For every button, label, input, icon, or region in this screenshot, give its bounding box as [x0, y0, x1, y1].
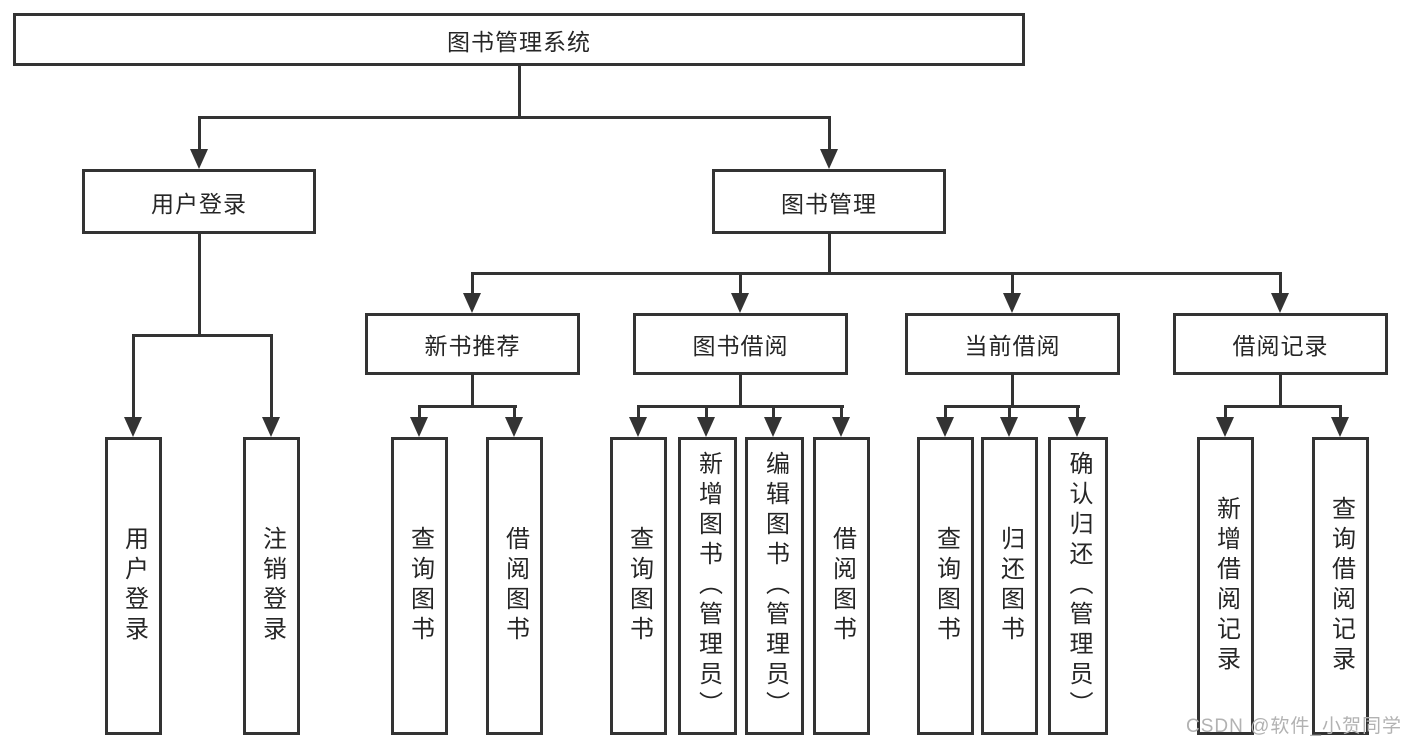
node-current-borrowing-label: 当前借阅 — [964, 333, 1061, 359]
connector-arrowhead — [1271, 293, 1289, 313]
connector-line — [637, 405, 640, 420]
connector-line — [1279, 375, 1282, 407]
connector-arrowhead — [505, 417, 523, 437]
leaf-query-books-recommend-label: 查询图书 — [406, 526, 434, 646]
leaf-add-borrow-record-label: 新增借阅记录 — [1212, 496, 1240, 676]
leaf-borrow-books-borrowing: 借阅图书 — [813, 437, 870, 735]
connector-line — [1339, 405, 1342, 420]
leaf-query-books-current: 查询图书 — [917, 437, 974, 735]
leaf-add-book-admin: 新增图书（管理员） — [678, 437, 737, 735]
leaf-query-borrow-record-label: 查询借阅记录 — [1327, 496, 1355, 676]
connector-arrowhead — [410, 417, 428, 437]
node-borrow-records: 借阅记录 — [1173, 313, 1388, 375]
connector-line — [471, 272, 474, 296]
connector-line — [1076, 405, 1079, 420]
connector-line — [418, 405, 517, 408]
leaf-confirm-return-admin: 确认归还（管理员） — [1048, 437, 1108, 735]
connector-line — [828, 234, 831, 272]
node-root: 图书管理系统 — [13, 13, 1025, 66]
connector-line — [1224, 405, 1342, 408]
connector-line — [840, 405, 843, 420]
connector-line — [1011, 375, 1014, 407]
node-new-book-recommend: 新书推荐 — [365, 313, 580, 375]
connector-arrowhead — [463, 293, 481, 313]
connector-arrowhead — [764, 417, 782, 437]
node-user-login-label: 用户登录 — [151, 190, 247, 217]
connector-line — [1008, 405, 1011, 420]
connector-line — [772, 405, 775, 420]
leaf-return-book-label: 归还图书 — [996, 526, 1024, 646]
leaf-edit-book-admin: 编辑图书（管理员） — [745, 437, 804, 735]
connector-arrowhead — [629, 417, 647, 437]
connector-line — [198, 116, 201, 149]
connector-line — [132, 334, 135, 419]
connector-line — [637, 405, 844, 408]
connector-arrowhead — [262, 417, 280, 437]
leaf-user-login-label: 用户登录 — [120, 526, 148, 646]
connector-arrowhead — [936, 417, 954, 437]
leaf-confirm-return-admin-label: 确认归还（管理员） — [1065, 451, 1092, 721]
leaf-add-borrow-record: 新增借阅记录 — [1197, 437, 1254, 735]
connector-line — [944, 405, 1080, 408]
connector-arrowhead — [1003, 293, 1021, 313]
connector-arrowhead — [1216, 417, 1234, 437]
connector-arrowhead — [1331, 417, 1349, 437]
connector-line — [198, 234, 201, 336]
connector-line — [132, 334, 273, 337]
leaf-logout-label: 注销登录 — [258, 526, 286, 646]
node-book-borrowing: 图书借阅 — [633, 313, 848, 375]
connector-line — [270, 334, 273, 419]
leaf-query-books-recommend: 查询图书 — [391, 437, 448, 735]
node-user-login: 用户登录 — [82, 169, 316, 234]
connector-line — [705, 405, 708, 420]
node-root-label: 图书管理系统 — [447, 28, 591, 55]
leaf-add-book-admin-label: 新增图书（管理员） — [694, 451, 722, 721]
connector-arrowhead — [832, 417, 850, 437]
connector-line — [513, 405, 516, 420]
leaf-borrow-books-borrowing-label: 借阅图书 — [828, 526, 856, 646]
node-book-management: 图书管理 — [712, 169, 946, 234]
leaf-return-book: 归还图书 — [981, 437, 1038, 735]
leaf-borrow-books-recommend-label: 借阅图书 — [501, 526, 529, 646]
connector-line — [1279, 272, 1282, 296]
node-current-borrowing: 当前借阅 — [905, 313, 1120, 375]
connector-line — [418, 405, 421, 420]
connector-line — [198, 116, 831, 119]
connector-line — [739, 375, 742, 407]
node-new-book-recommend-label: 新书推荐 — [424, 333, 521, 359]
connector-line — [828, 116, 831, 149]
leaf-query-borrow-record: 查询借阅记录 — [1312, 437, 1369, 735]
leaf-query-books-borrowing: 查询图书 — [610, 437, 667, 735]
connector-line — [471, 375, 474, 407]
connector-arrowhead — [1000, 417, 1018, 437]
connector-arrowhead — [124, 417, 142, 437]
connector-arrowhead — [820, 149, 838, 169]
connector-line — [1224, 405, 1227, 420]
leaf-query-books-borrowing-label: 查询图书 — [625, 526, 653, 646]
connector-line — [944, 405, 947, 420]
node-book-borrowing-label: 图书借阅 — [692, 333, 789, 359]
connector-arrowhead — [1068, 417, 1086, 437]
csdn-watermark: CSDN @软件_小贺同学 — [1186, 716, 1402, 737]
connector-arrowhead — [731, 293, 749, 313]
connector-arrowhead — [697, 417, 715, 437]
connector-line — [518, 66, 521, 116]
connector-line — [1011, 272, 1014, 296]
leaf-logout: 注销登录 — [243, 437, 300, 735]
connector-line — [739, 272, 742, 296]
connector-line — [471, 272, 1282, 275]
leaf-user-login: 用户登录 — [105, 437, 162, 735]
leaf-edit-book-admin-label: 编辑图书（管理员） — [761, 451, 789, 721]
leaf-query-books-current-label: 查询图书 — [932, 526, 960, 646]
node-book-management-label: 图书管理 — [781, 190, 877, 217]
connector-arrowhead — [190, 149, 208, 169]
leaf-borrow-books-recommend: 借阅图书 — [486, 437, 543, 735]
node-borrow-records-label: 借阅记录 — [1232, 333, 1329, 359]
